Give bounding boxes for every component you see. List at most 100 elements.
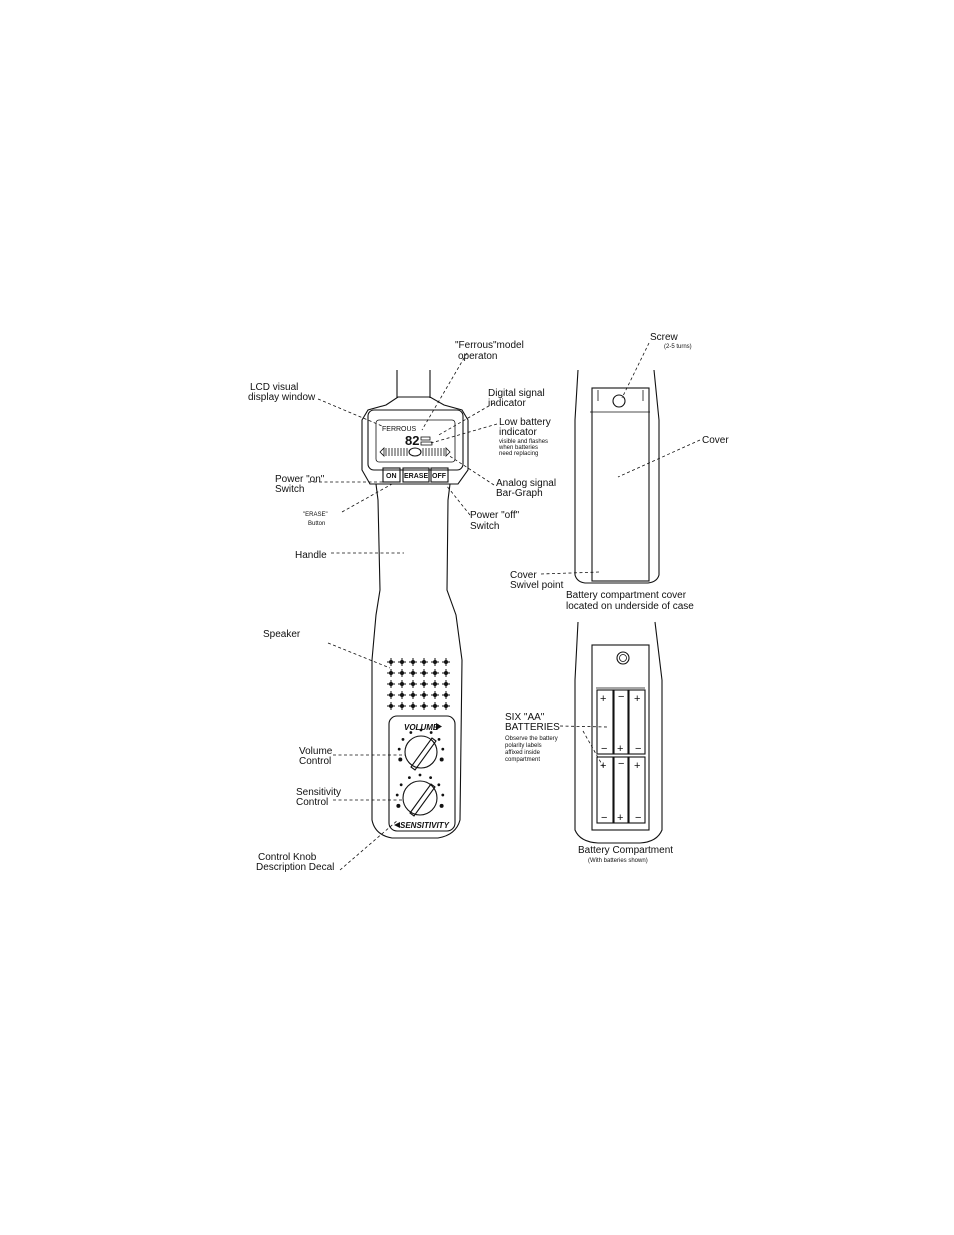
speaker-hole — [411, 682, 415, 686]
label-decal-2: Description Decal — [256, 862, 334, 873]
speaker-hole — [389, 682, 393, 686]
speaker-hole — [389, 671, 393, 675]
speaker-hole — [389, 693, 393, 697]
speaker-hole — [422, 693, 426, 697]
knob-detent-dot — [437, 737, 441, 741]
knob-detent-dot — [441, 747, 445, 751]
label-low-battery-2: indicator — [499, 427, 537, 438]
caption-battery-compartment: Battery Compartment — [578, 845, 673, 856]
label-batteries: SIX "AA" — [505, 712, 545, 723]
label-erase-button: "ERASE" — [303, 512, 328, 518]
label-decal: Control Knob — [258, 852, 317, 863]
speaker-hole — [433, 693, 437, 697]
polarity-mark: − — [618, 691, 624, 703]
detector-body: FERROUS 82 ON E — [361, 370, 469, 839]
knob-detent-dot — [429, 776, 433, 779]
control-panel: VOLUME SENSITIVITY — [388, 715, 456, 832]
label-handle: Handle — [295, 550, 327, 561]
lcd-digits: 82 — [405, 433, 419, 448]
label-sensitivity-control-2: Control — [296, 797, 328, 808]
speaker-hole — [400, 693, 404, 697]
label-ferrous-model: "Ferrous"model — [455, 340, 524, 351]
knob-detent-dot — [419, 728, 423, 732]
knob-detent-dot — [395, 793, 399, 797]
speaker-grille — [387, 658, 450, 710]
label-analog-signal: Analog signal — [496, 478, 556, 489]
label-batteries-note-3: affixed inside — [505, 750, 541, 756]
on-button-label: ON — [386, 473, 397, 480]
speaker-hole — [444, 682, 448, 686]
lcd-mode-text: FERROUS — [382, 426, 417, 433]
label-volume-control: Volume — [299, 746, 333, 757]
label-power-on: Power "on" — [275, 474, 325, 485]
label-digital-signal-2: indicator — [488, 398, 526, 409]
label-lcd-window: LCD visual — [250, 382, 298, 393]
polarity-mark: − — [601, 743, 607, 755]
battery-cover — [591, 387, 650, 582]
knob-detent-dot — [418, 773, 422, 777]
speaker-hole — [422, 704, 426, 708]
label-digital-signal: Digital signal — [488, 388, 545, 399]
label-power-off-2: Switch — [470, 521, 499, 532]
knob-detent-dot — [429, 731, 433, 734]
polarity-mark: − — [618, 758, 624, 770]
speaker-hole — [389, 660, 393, 664]
knob-detent-dot — [441, 793, 445, 797]
handle — [371, 483, 463, 839]
speaker-hole — [433, 671, 437, 675]
speaker-hole — [433, 660, 437, 664]
speaker-hole — [433, 682, 437, 686]
label-ferrous-model-2: operaton — [458, 351, 497, 362]
label-speaker: Speaker — [263, 629, 301, 640]
lcd-window — [375, 419, 456, 463]
caption-battery-compartment-note: (With batteries shown) — [588, 858, 648, 864]
polarity-mark: + — [634, 760, 640, 772]
label-low-battery: Low battery — [499, 417, 551, 428]
speaker-hole — [422, 682, 426, 686]
polarity-mark: − — [635, 812, 641, 824]
label-batteries-note-4: compartment — [505, 757, 540, 763]
label-volume-control-2: Control — [299, 756, 331, 767]
label-cover-swivel-2: Swivel point — [510, 580, 564, 591]
label-analog-signal-2: Bar-Graph — [496, 488, 543, 499]
polarity-mark: + — [617, 812, 623, 824]
speaker-hole — [400, 682, 404, 686]
label-low-battery-note: visible and flashes — [499, 439, 548, 445]
label-cover: Cover — [702, 435, 729, 446]
battery-cover-view — [574, 369, 660, 584]
caption-battery-cover-2: located on underside of case — [566, 601, 694, 612]
speaker-hole — [411, 693, 415, 697]
label-low-battery-note-2: when batteries — [498, 445, 538, 451]
cover-screw — [612, 394, 626, 408]
label-batteries-note: Observe the battery — [505, 736, 558, 742]
polarity-mark: − — [635, 743, 641, 755]
speaker-hole — [400, 704, 404, 708]
label-cover-swivel: Cover — [510, 570, 537, 581]
knob-detent-dot — [439, 757, 444, 762]
on-button[interactable] — [382, 467, 401, 483]
speaker-hole — [400, 671, 404, 675]
speaker-hole — [444, 660, 448, 664]
volume-knob[interactable] — [397, 728, 445, 771]
speaker-hole — [422, 660, 426, 664]
knob-detent-dot — [398, 757, 403, 762]
polarity-mark: + — [600, 693, 606, 705]
label-batteries-2: BATTERIES — [505, 722, 560, 733]
callout-labels: "Ferrous"model operaton LCD visual displ… — [248, 332, 729, 873]
erase-button[interactable] — [402, 467, 430, 483]
off-button-label: OFF — [432, 473, 447, 480]
knob-detent-dot — [437, 783, 441, 787]
speaker-hole — [411, 704, 415, 708]
sensitivity-knob[interactable] — [395, 773, 445, 817]
caption-battery-cover: Battery compartment cover — [566, 590, 687, 601]
speaker-hole — [411, 660, 415, 664]
knob-detent-dot — [439, 803, 444, 808]
speaker-hole — [411, 671, 415, 675]
off-button[interactable] — [430, 467, 449, 483]
label-power-off: Power "off" — [470, 510, 520, 521]
analog-bar-graph — [379, 447, 451, 457]
speaker-hole — [389, 704, 393, 708]
leader-lines — [308, 342, 701, 871]
decal-volume-text: VOLUME — [404, 723, 439, 732]
